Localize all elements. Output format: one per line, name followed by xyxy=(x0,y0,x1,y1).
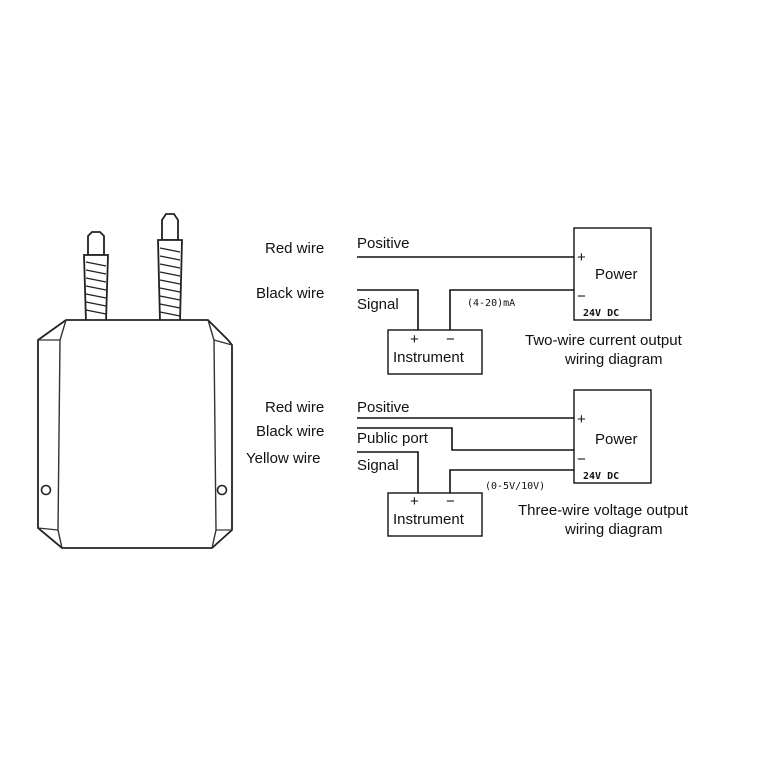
label-black-wire: Black wire xyxy=(256,285,324,302)
caption-two-wire-line1: Two-wire current output xyxy=(525,332,683,349)
caption-two-wire-line2: wiring diagram xyxy=(564,351,663,368)
power-plus: + xyxy=(577,249,586,266)
label-black-wire: Black wire xyxy=(256,423,324,440)
label-yellow-wire: Yellow wire xyxy=(246,450,320,467)
conn-signal: Signal xyxy=(357,296,399,313)
voltage-range: (0-5V/10V) xyxy=(485,481,545,492)
transmitter-body xyxy=(37,319,233,549)
power-supply-box xyxy=(573,227,652,321)
conn-public-port: Public port xyxy=(357,430,429,447)
power-rating: 24V DC xyxy=(583,471,619,482)
instrument-title: Instrument xyxy=(393,511,465,528)
power-minus: − xyxy=(577,288,586,305)
power-title: Power xyxy=(595,266,638,283)
instrument-plus: + xyxy=(410,493,419,510)
conn-positive: Positive xyxy=(357,399,410,416)
instrument-minus: − xyxy=(446,331,455,348)
mounting-hole-right xyxy=(216,484,228,496)
power-plus: + xyxy=(577,411,586,428)
three-wire-diagram: Red wire Black wire Yellow wire Positive… xyxy=(246,389,689,538)
mounting-hole-left xyxy=(40,484,52,496)
two-wire-diagram: Red wire Black wire Positive Signal + Po… xyxy=(256,227,683,375)
caption-three-wire-line1: Three-wire voltage output xyxy=(518,502,689,519)
instrument-box xyxy=(387,492,483,537)
instrument-box xyxy=(387,329,483,375)
power-rating: 24V DC xyxy=(583,308,619,319)
caption-three-wire-line2: wiring diagram xyxy=(564,521,663,538)
power-supply-box xyxy=(573,389,652,484)
pressure-port-left xyxy=(83,231,109,323)
conn-positive: Positive xyxy=(357,235,410,252)
current-range: (4-20)mA xyxy=(467,298,515,309)
instrument-title: Instrument xyxy=(393,349,465,366)
power-title: Power xyxy=(595,431,638,448)
label-red-wire: Red wire xyxy=(265,240,324,257)
instrument-minus: − xyxy=(446,493,455,510)
pressure-port-right xyxy=(157,213,183,323)
label-red-wire: Red wire xyxy=(265,399,324,416)
power-minus: − xyxy=(577,451,586,468)
transmitter-illustration xyxy=(37,213,233,549)
instrument-plus: + xyxy=(410,331,419,348)
conn-signal: Signal xyxy=(357,457,399,474)
